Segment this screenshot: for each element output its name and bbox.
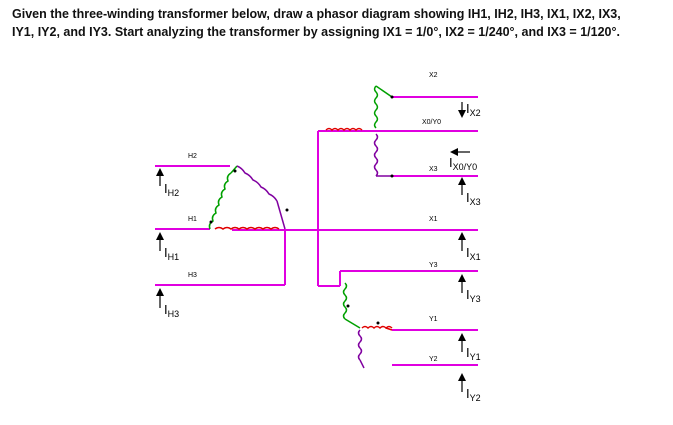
y3-coil bbox=[342, 282, 348, 320]
question-line-1: Given the three-winding transformer belo… bbox=[12, 7, 621, 21]
label-x2: X2 bbox=[429, 72, 438, 79]
x3-coil bbox=[373, 133, 379, 177]
q1-text: Given the three-winding transformer belo… bbox=[12, 7, 621, 21]
label-h1: H1 bbox=[188, 216, 197, 223]
label-x0y0: X0/Y0 bbox=[422, 119, 442, 126]
y3-dot bbox=[346, 304, 350, 308]
label-x1: X1 bbox=[429, 216, 438, 223]
current-label-ih3: IH3 bbox=[164, 302, 180, 319]
delta-red-coil bbox=[214, 226, 280, 230]
x1-coil-top bbox=[325, 127, 363, 132]
x2-dot bbox=[390, 95, 394, 99]
label-y3: Y3 bbox=[429, 262, 438, 269]
delta-purple-coil bbox=[236, 165, 278, 202]
delta-dot-top bbox=[233, 169, 237, 173]
current-label-ih1: IH1 bbox=[164, 245, 180, 262]
current-label-ix2: IX2 bbox=[466, 101, 481, 118]
label-x3: X3 bbox=[429, 166, 438, 173]
current-label-ix0y0: IX0/Y0 bbox=[449, 155, 478, 172]
x2-coil bbox=[373, 85, 379, 129]
question-line-2: IY1, IY2, and IY3. Start analyzing the t… bbox=[12, 25, 620, 39]
current-label-ix3: IX3 bbox=[466, 190, 481, 207]
label-h3: H3 bbox=[188, 272, 197, 279]
current-label-ih2: IH2 bbox=[164, 181, 180, 198]
delta-dot-left bbox=[209, 220, 213, 224]
delta-green-coil bbox=[208, 172, 232, 230]
delta-dot-right bbox=[285, 208, 289, 212]
label-y1: Y1 bbox=[429, 316, 438, 323]
label-y2: Y2 bbox=[429, 356, 438, 363]
y1-dot bbox=[376, 321, 380, 325]
q2-text: IY1, IY2, and IY3. Start analyzing the t… bbox=[12, 25, 620, 39]
label-h2: H2 bbox=[188, 153, 197, 160]
current-label-iy1: IY1 bbox=[466, 345, 481, 362]
current-label-iy2: IY2 bbox=[466, 386, 481, 403]
x3-dot bbox=[390, 174, 394, 178]
y2-coil bbox=[357, 329, 363, 361]
current-label-ix1: IX1 bbox=[466, 245, 481, 262]
current-label-iy3: IY3 bbox=[466, 287, 481, 304]
